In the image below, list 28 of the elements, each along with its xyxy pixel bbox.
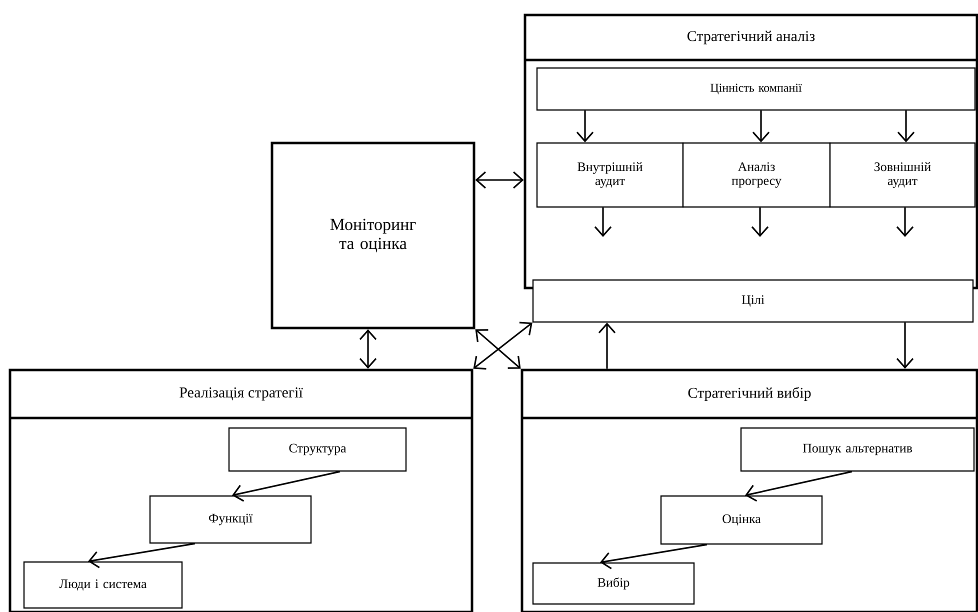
process-box: Моніторинг та оцінка (270, 142, 476, 330)
process-box: Функції (149, 495, 312, 544)
arrow (751, 208, 769, 237)
process-box: Внутрішній аудит (536, 142, 684, 208)
arrow (473, 322, 532, 370)
process-box: Цінність компанії (536, 67, 976, 111)
process-box: Оцінка (660, 495, 823, 545)
process-box: Вибір (532, 562, 695, 605)
arrow (594, 208, 612, 237)
arrow (576, 110, 594, 142)
arrow (475, 329, 521, 369)
process-box: Пошук альтернатив (740, 427, 975, 472)
process-box: Цілі (532, 279, 974, 323)
process-box: Люди і система (23, 561, 183, 609)
arrow (745, 470, 852, 502)
arrow (232, 470, 340, 502)
arrow (88, 542, 196, 568)
arrow (897, 110, 915, 142)
arrow (896, 208, 914, 237)
process-box: Аналіз прогресу (682, 142, 831, 208)
arrow (896, 322, 914, 369)
arrow (752, 110, 770, 142)
arrow (598, 322, 616, 369)
process-box: Зовнішній аудит (829, 142, 976, 208)
arrow (475, 171, 524, 189)
arrow (359, 329, 377, 369)
process-box: Структура (228, 427, 407, 472)
arrow (600, 544, 708, 570)
